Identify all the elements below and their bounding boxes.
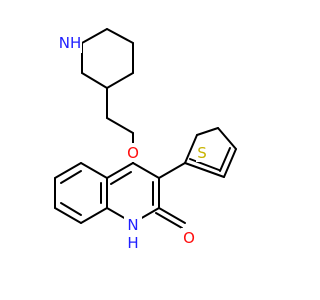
atom-label-ether-o: O xyxy=(127,143,140,162)
piperidine-ring xyxy=(81,28,134,89)
atom-label-piperidine-nh: NH xyxy=(58,33,82,53)
ring-n-text: N xyxy=(127,216,138,234)
benzo-ring xyxy=(54,162,108,224)
atom-label-carbonyl-o: O xyxy=(181,228,197,247)
atom-label-thiophene-s: S xyxy=(196,143,209,162)
atom-label-ring-n: N H xyxy=(124,215,142,253)
ether-o-text: O xyxy=(127,144,139,162)
carbonyl-o-text: O xyxy=(183,229,195,247)
molecule-structure: NH O S N H O xyxy=(54,28,237,253)
piperidine-nh-text: NH xyxy=(59,34,82,52)
ring-nh-text: H xyxy=(127,234,138,252)
pyridinone-ring xyxy=(106,162,160,224)
thiophene-ring xyxy=(158,127,237,179)
thiophene-s-text: S xyxy=(197,144,207,162)
carbonyl-group xyxy=(155,207,186,229)
